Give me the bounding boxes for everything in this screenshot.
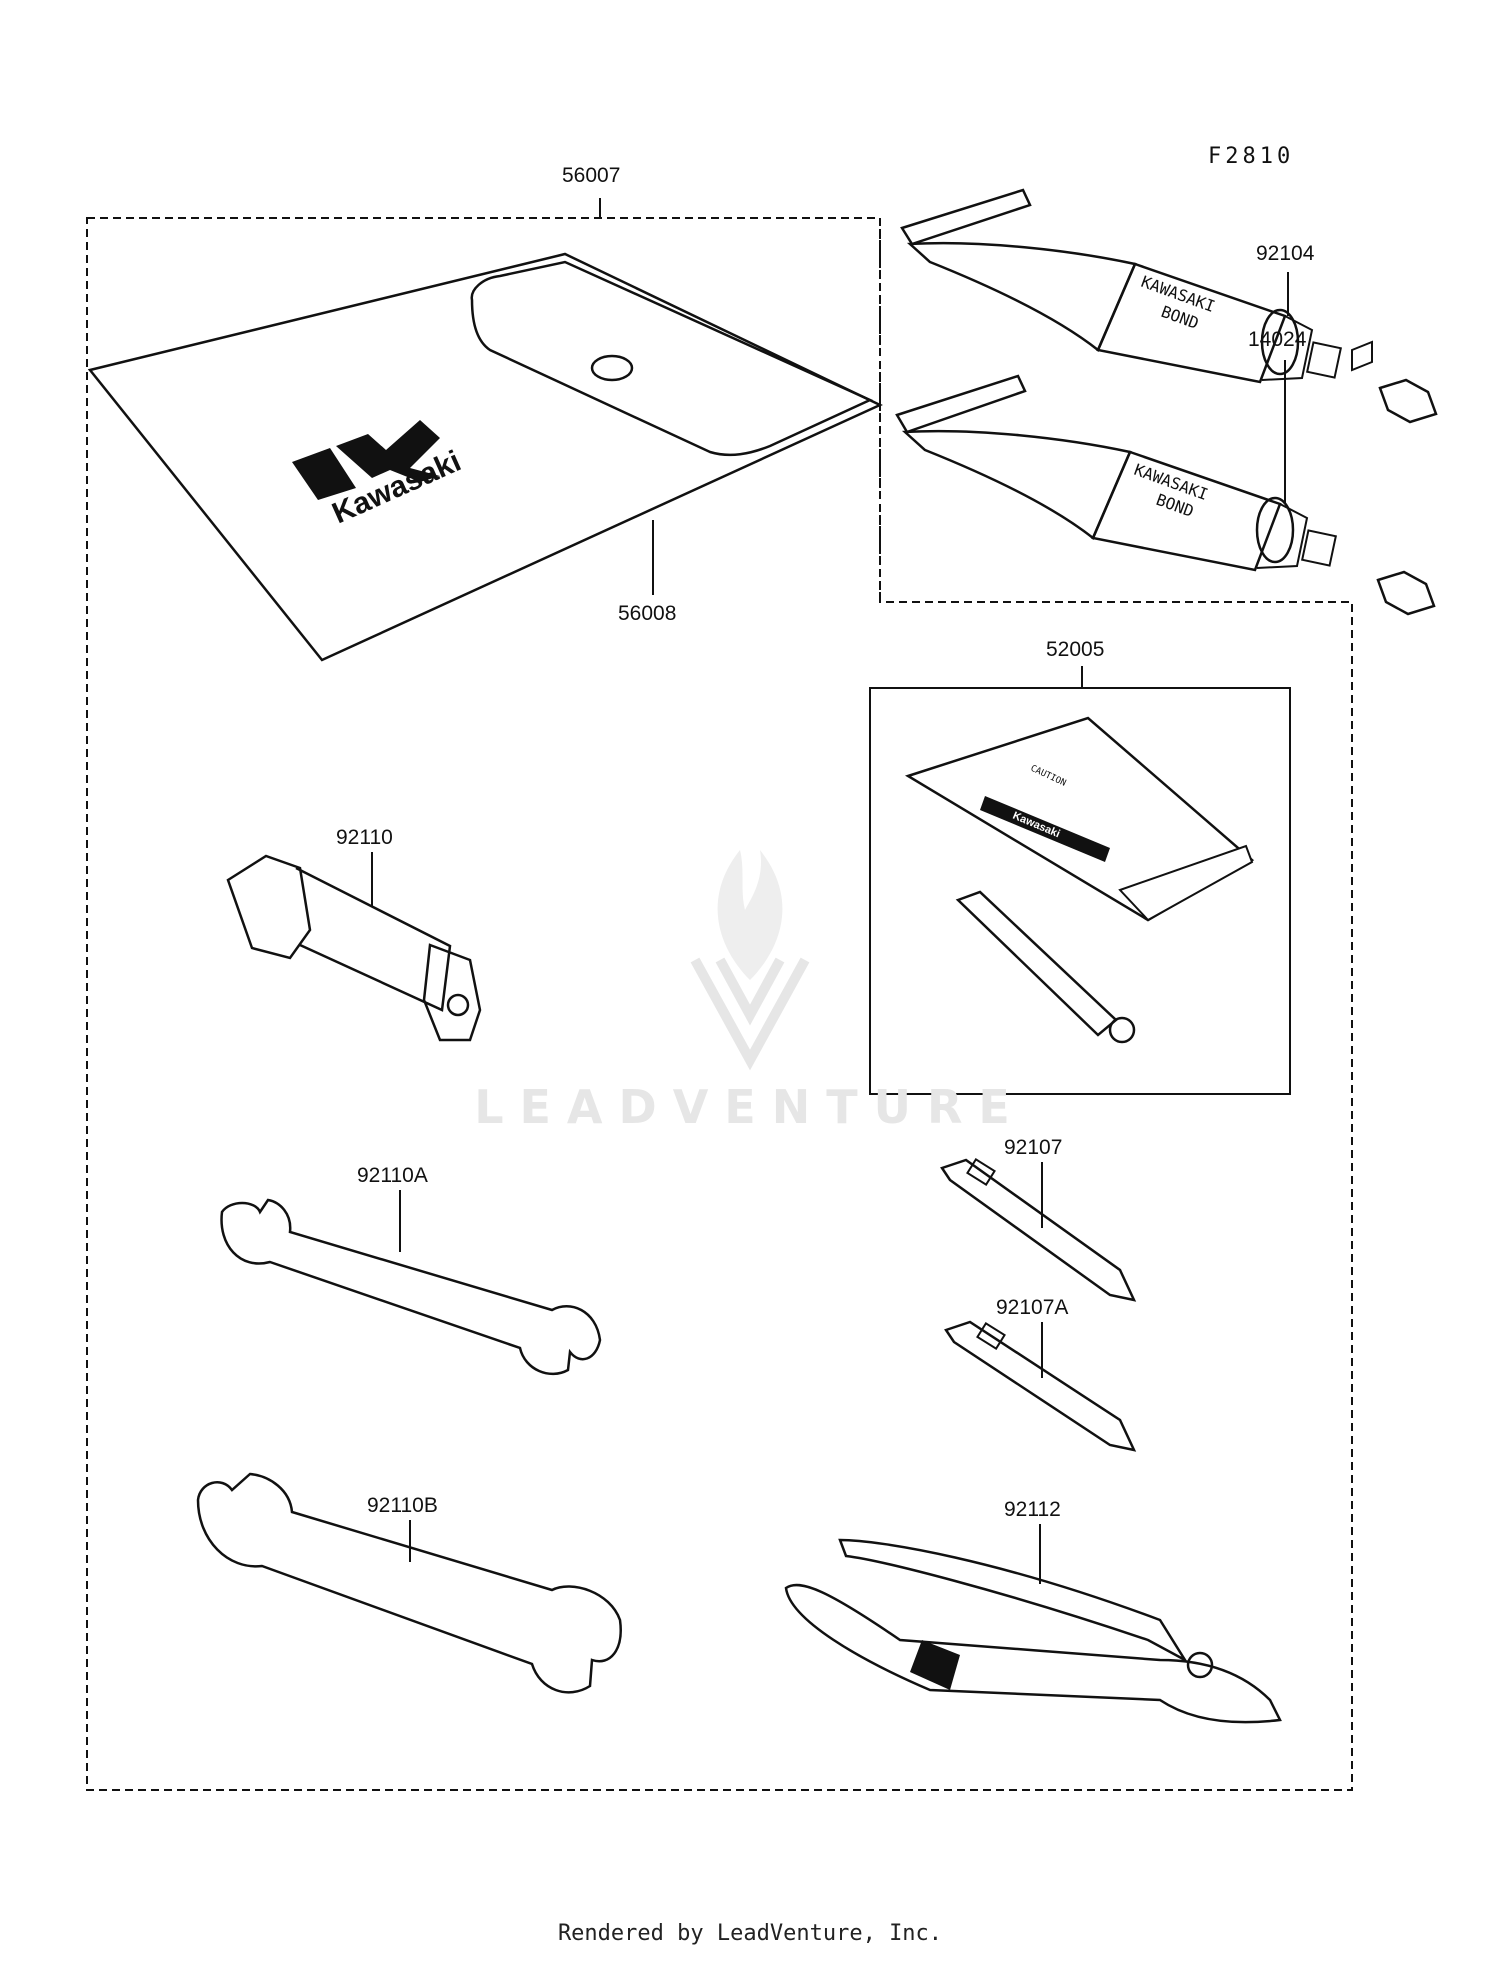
bond-tube-upper	[900, 188, 1438, 424]
part-label-92110: 92110	[336, 826, 393, 849]
repair-kit-box	[869, 687, 1291, 1095]
watermark-logo-icon	[690, 850, 810, 1071]
part-label-14024: 14024	[1248, 328, 1307, 351]
footer-credit: Rendered by LeadVenture, Inc.	[557, 1921, 943, 1946]
wrench-92110a	[220, 1198, 602, 1376]
plug-wrench	[226, 854, 482, 1042]
part-label-92112: 92112	[1004, 1498, 1061, 1521]
tool-pouch	[87, 252, 883, 662]
kit-card-caution: CAUTION	[1029, 764, 1068, 789]
part-label-56008: 56008	[618, 602, 676, 625]
bond-tube-lower	[895, 374, 1436, 616]
watermark-text: LEADVENTURE	[474, 1080, 1026, 1134]
screwdriver-92107a	[944, 1320, 1137, 1452]
pliers-92112	[784, 1538, 1282, 1724]
part-label-56007: 56007	[562, 164, 620, 187]
repair-kit-tool	[955, 890, 1136, 1044]
part-label-92104: 92104	[1256, 242, 1315, 265]
part-label-92110b: 92110B	[367, 1494, 438, 1517]
part-label-92107: 92107	[1004, 1136, 1062, 1159]
screwdriver-92107	[940, 1158, 1137, 1302]
part-label-92107a: 92107A	[996, 1296, 1068, 1319]
diagram-code: F2810	[1208, 144, 1294, 169]
part-label-92110a: 92110A	[357, 1164, 428, 1187]
kawasaki-logo-icon	[292, 420, 440, 500]
repair-kit-card	[904, 716, 1255, 922]
wrench-92110b	[196, 1472, 622, 1694]
part-label-52005: 52005	[1046, 638, 1104, 661]
